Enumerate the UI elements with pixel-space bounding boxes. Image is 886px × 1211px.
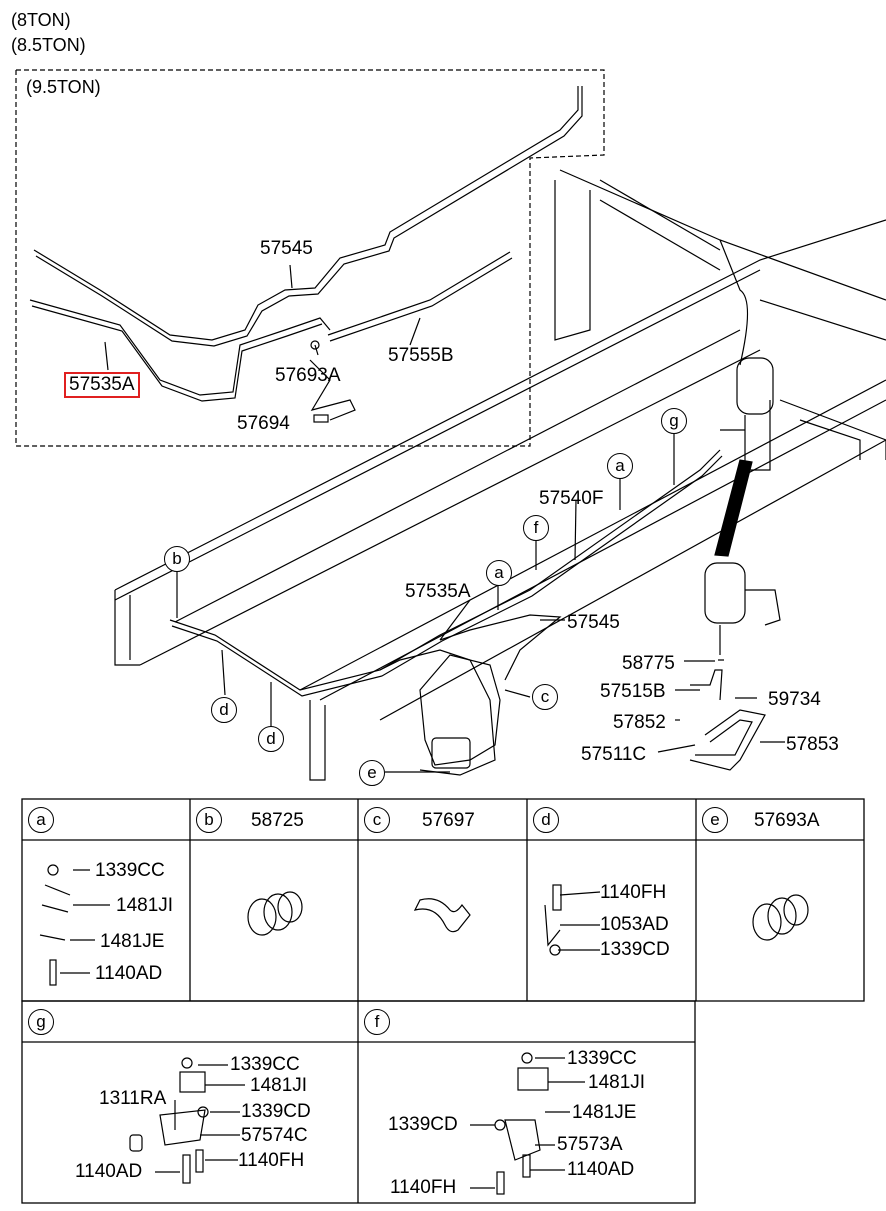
steering-pump bbox=[419, 654, 501, 766]
table-key-f: f bbox=[364, 1009, 390, 1035]
callout-f[interactable]: f bbox=[523, 515, 549, 541]
part-d-1339CD[interactable]: 1339CD bbox=[600, 939, 670, 960]
part-g-1311RA[interactable]: 1311RA bbox=[99, 1088, 167, 1109]
heading-9-5ton: (9.5TON) bbox=[26, 77, 101, 97]
part-57540F[interactable]: 57540F bbox=[539, 488, 604, 509]
part-a-1140AD[interactable]: 1140AD bbox=[95, 963, 163, 984]
table-key-a: a bbox=[28, 807, 54, 833]
part-57545-upper[interactable]: 57545 bbox=[260, 238, 313, 259]
callout-a-2[interactable]: a bbox=[486, 560, 512, 586]
callout-d-1[interactable]: d bbox=[211, 697, 237, 723]
table-key-b: b bbox=[196, 807, 222, 833]
cell-e-part bbox=[752, 894, 809, 941]
part-59734[interactable]: 59734 bbox=[768, 689, 821, 710]
heading-8ton: (8TON) bbox=[11, 10, 71, 30]
pipe-57535A-upper bbox=[29, 299, 331, 396]
table-title-e: 57693A bbox=[754, 810, 820, 831]
part-57545[interactable]: 57545 bbox=[567, 612, 620, 633]
table-title-c: 57697 bbox=[422, 810, 475, 831]
reservoir-lower bbox=[704, 562, 746, 624]
part-57535A[interactable]: 57535A bbox=[405, 581, 471, 602]
table-key-c: c bbox=[364, 807, 390, 833]
part-d-1140FH[interactable]: 1140FH bbox=[600, 882, 667, 903]
cell-g-parts bbox=[129, 1057, 245, 1184]
part-f-1481JI[interactable]: 1481JI bbox=[588, 1072, 646, 1093]
part-f-1140FH[interactable]: 1140FH bbox=[390, 1177, 457, 1198]
callout-e[interactable]: e bbox=[359, 760, 385, 786]
pipe-57545-upper bbox=[33, 86, 579, 341]
heading-8-5ton: (8.5TON) bbox=[11, 35, 86, 55]
part-f-1339CC[interactable]: 1339CC bbox=[567, 1048, 637, 1069]
part-g-57574C[interactable]: 57574C bbox=[241, 1125, 308, 1146]
callout-a-1[interactable]: a bbox=[607, 453, 633, 479]
part-g-1481JI[interactable]: 1481JI bbox=[250, 1075, 308, 1096]
cell-a-parts bbox=[39, 864, 110, 986]
part-57852[interactable]: 57852 bbox=[613, 712, 666, 733]
part-d-1053AD[interactable]: 1053AD bbox=[600, 914, 669, 935]
cell-f-parts bbox=[470, 1052, 585, 1195]
reservoir-upper bbox=[736, 357, 774, 415]
part-g-1339CD[interactable]: 1339CD bbox=[241, 1101, 311, 1122]
pipe-57555B bbox=[327, 251, 511, 336]
part-57853[interactable]: 57853 bbox=[786, 734, 839, 755]
part-g-1140AD[interactable]: 1140AD bbox=[75, 1161, 143, 1182]
part-58775[interactable]: 58775 bbox=[622, 653, 675, 674]
part-a-1339CC[interactable]: 1339CC bbox=[95, 860, 165, 881]
part-f-57573A[interactable]: 57573A bbox=[557, 1134, 623, 1155]
callout-b[interactable]: b bbox=[164, 546, 190, 572]
part-f-1140AD[interactable]: 1140AD bbox=[567, 1159, 635, 1180]
cell-b-part bbox=[247, 891, 303, 936]
frame-rail bbox=[114, 219, 886, 591]
part-f-1481JE[interactable]: 1481JE bbox=[572, 1102, 637, 1123]
parts-table bbox=[21, 798, 865, 1204]
table-key-g: g bbox=[28, 1009, 54, 1035]
part-a-1481JI[interactable]: 1481JI bbox=[116, 895, 174, 916]
part-57555B[interactable]: 57555B bbox=[388, 345, 454, 366]
part-57515B[interactable]: 57515B bbox=[600, 681, 666, 702]
callout-g[interactable]: g bbox=[661, 408, 687, 434]
callout-d-2[interactable]: d bbox=[258, 726, 284, 752]
pipe-57545-main bbox=[439, 614, 562, 681]
table-title-b: 58725 bbox=[251, 810, 304, 831]
variant-box bbox=[15, 69, 605, 447]
pipe-57540F bbox=[169, 449, 721, 691]
part-57535A-highlighted[interactable]: 57535A bbox=[64, 372, 140, 398]
cell-d-parts bbox=[544, 884, 601, 956]
table-key-e: e bbox=[702, 807, 728, 833]
callout-c[interactable]: c bbox=[532, 684, 558, 710]
part-f-1339CD[interactable]: 1339CD bbox=[388, 1114, 458, 1135]
part-g-1339CC[interactable]: 1339CC bbox=[230, 1054, 300, 1075]
table-key-d: d bbox=[533, 807, 559, 833]
part-57694[interactable]: 57694 bbox=[237, 413, 290, 434]
part-57511C[interactable]: 57511C bbox=[581, 744, 647, 765]
part-a-1481JE[interactable]: 1481JE bbox=[100, 931, 165, 952]
part-g-1140FH[interactable]: 1140FH bbox=[238, 1150, 305, 1171]
reservoir-arrow bbox=[714, 459, 753, 557]
part-57693A-upper[interactable]: 57693A bbox=[275, 365, 341, 386]
cell-c-part bbox=[413, 898, 471, 933]
